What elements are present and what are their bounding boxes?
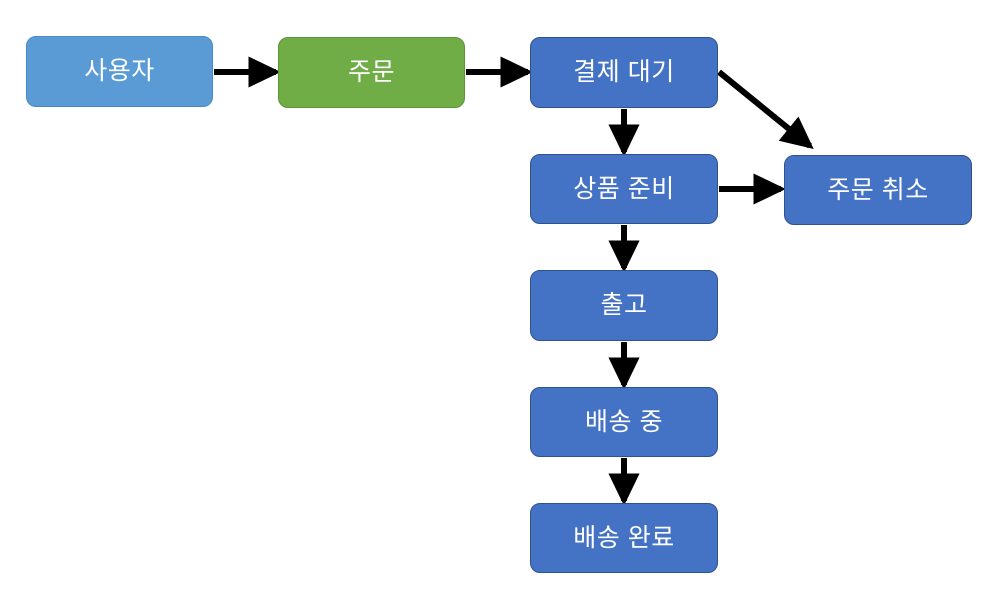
node-order-cancelled-label: 주문 취소 [827, 175, 929, 204]
node-product-prep[interactable]: 상품 준비 [530, 154, 718, 224]
node-shipped-out-label: 출고 [600, 291, 648, 319]
node-order[interactable]: 주문 [278, 37, 465, 108]
node-order-label: 주문 [347, 58, 395, 86]
node-payment-pending[interactable]: 결제 대기 [530, 37, 718, 108]
node-user-label: 사용자 [84, 57, 155, 85]
node-shipped-out[interactable]: 출고 [530, 270, 718, 341]
node-payment-pending-label: 결제 대기 [573, 58, 675, 86]
node-delivered-label: 배송 완료 [573, 523, 675, 552]
node-user[interactable]: 사용자 [26, 36, 213, 107]
node-delivered[interactable]: 배송 완료 [530, 503, 718, 573]
node-order-cancelled[interactable]: 주문 취소 [784, 155, 972, 225]
edge-payment-pending-to-order-cancelled [717, 69, 814, 150]
node-in-transit[interactable]: 배송 중 [530, 387, 718, 457]
node-product-prep-label: 상품 준비 [573, 174, 675, 203]
node-in-transit-label: 배송 중 [585, 407, 663, 436]
